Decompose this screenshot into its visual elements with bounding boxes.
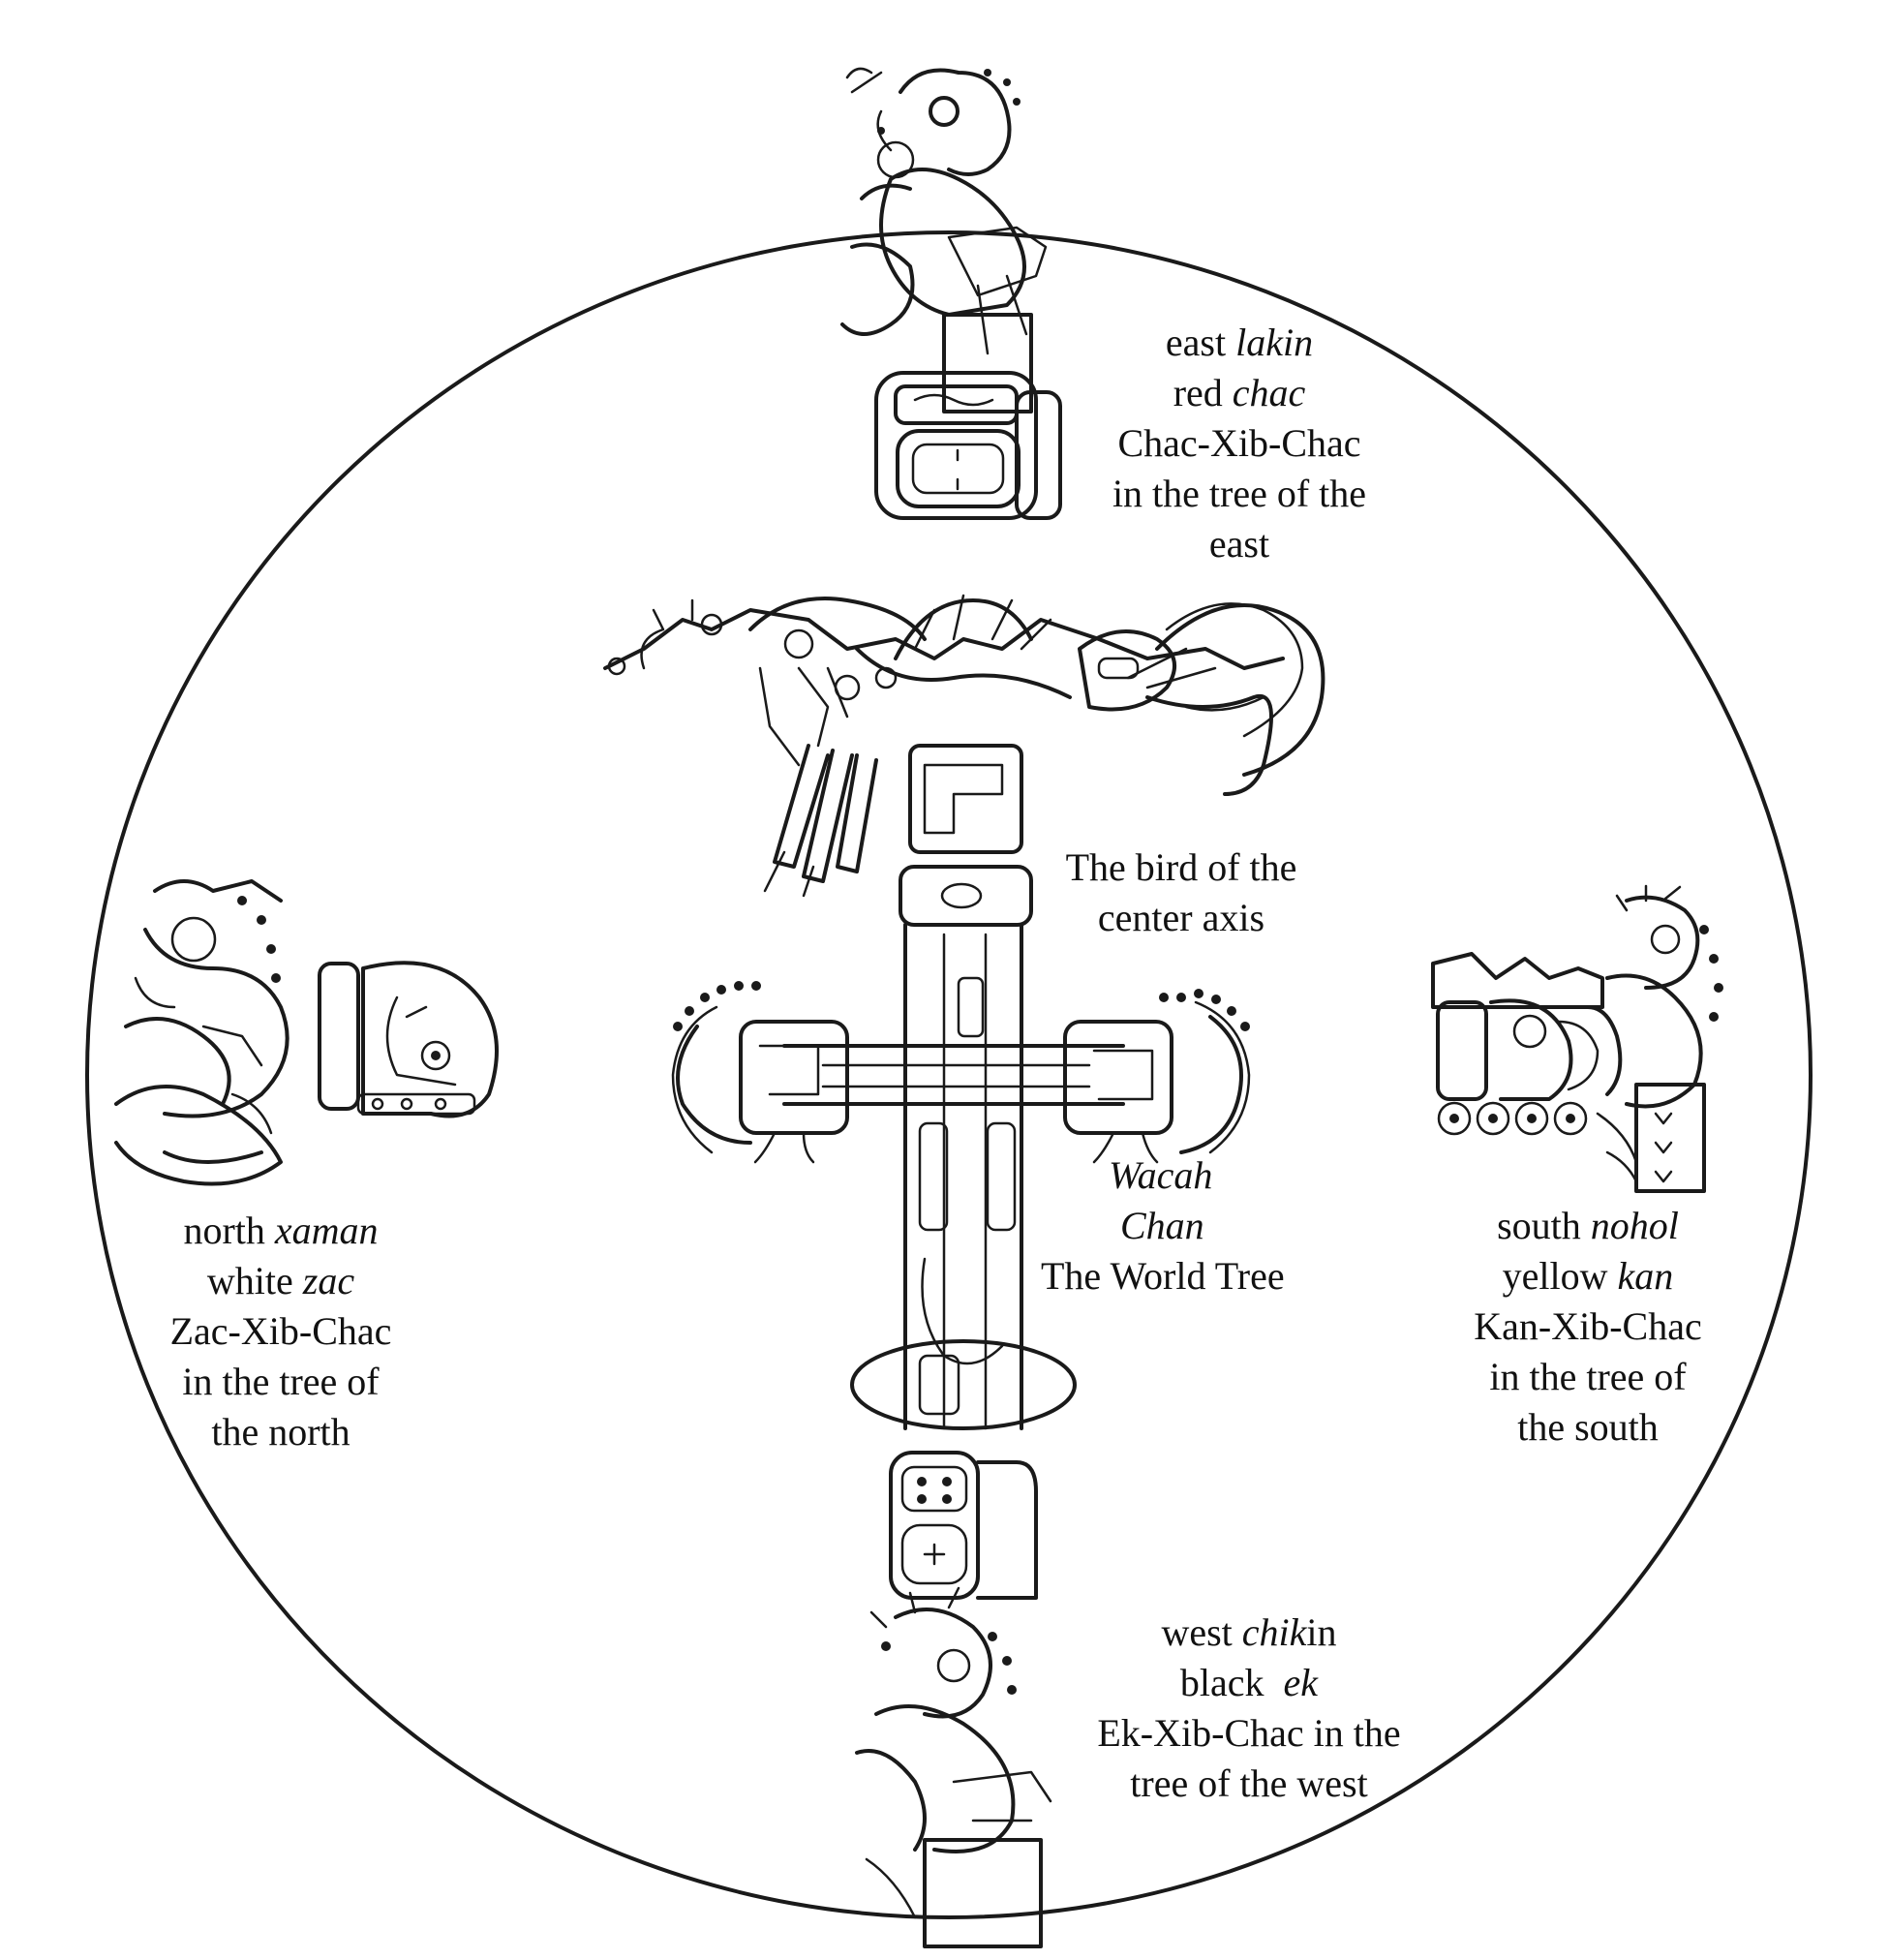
north-color-line: white zac	[116, 1256, 445, 1306]
world-tree-english: The World Tree	[1041, 1254, 1285, 1298]
north-word: north	[183, 1209, 275, 1252]
center-bird-caption: The bird of the center axis	[1036, 842, 1326, 943]
west-direction-line: west chikin	[1055, 1608, 1443, 1658]
world-tree-maya-line-1: Wacah	[1041, 1150, 1360, 1201]
east-maya-word: lakin	[1235, 321, 1314, 364]
west-color-word: black	[1179, 1661, 1284, 1704]
west-maya-color: ek	[1283, 1661, 1319, 1704]
east-maya-color: chac	[1232, 371, 1306, 414]
world-tree-cross-icon	[671, 744, 1251, 1430]
south-deity-name: Kan-Xib-Chac	[1474, 1304, 1702, 1348]
east-color-word: red	[1173, 371, 1233, 414]
north-tree-line: in the tree of	[182, 1360, 380, 1403]
south-figure-icon	[1586, 884, 1723, 1193]
east-figure-icon	[840, 67, 1048, 413]
north-deity-name: Zac-Xib-Chac	[169, 1309, 392, 1353]
east-color-line: red chac	[1075, 368, 1404, 418]
north-figure-icon	[114, 879, 289, 1186]
east-word: east	[1165, 321, 1236, 364]
north-color-word: white	[206, 1259, 303, 1302]
center-bird-line-1: The bird of the	[1065, 845, 1297, 889]
east-tree-line-2: east	[1208, 522, 1270, 566]
south-direction-line: south nohol	[1423, 1201, 1752, 1251]
south-color-word: yellow	[1502, 1254, 1618, 1298]
west-day-sign-glyph-icon	[889, 1451, 1038, 1600]
east-caption: east lakin red chac Chac-Xib-Chac in the…	[1075, 318, 1404, 569]
south-maya-color: kan	[1617, 1254, 1674, 1298]
west-color-line: black ek	[1055, 1658, 1443, 1708]
world-tree-caption: Wacah Chan The World Tree	[1041, 1150, 1360, 1302]
south-tree-line: in the tree of	[1489, 1355, 1687, 1398]
west-word: west	[1161, 1610, 1242, 1654]
north-maya-word: xaman	[274, 1209, 379, 1252]
south-caption: south nohol yellow kan Kan-Xib-Chac in t…	[1423, 1201, 1752, 1453]
north-head-glyph-icon	[318, 961, 499, 1118]
east-tree-line: in the tree of the	[1112, 472, 1367, 515]
world-tree-chan: Chan	[1120, 1204, 1204, 1247]
north-tree-line-2: the north	[211, 1410, 350, 1454]
celestial-bird-icon	[603, 594, 1325, 796]
west-caption: west chikin black ek Ek-Xib-Chac in the …	[1055, 1608, 1443, 1809]
west-maya-word: chik	[1241, 1610, 1307, 1654]
east-day-sign-glyph-icon	[874, 371, 1062, 520]
east-direction-line: east lakin	[1075, 318, 1404, 368]
north-direction-line: north xaman	[116, 1206, 445, 1256]
world-circle	[85, 230, 1813, 1919]
south-tree-line-2: the south	[1517, 1405, 1659, 1449]
west-tree-line: tree of the west	[1130, 1761, 1368, 1805]
east-deity-name: Chac-Xib-Chac	[1117, 421, 1361, 465]
world-tree-wacah: Wacah	[1109, 1153, 1213, 1197]
north-caption: north xaman white zac Zac-Xib-Chac in th…	[116, 1206, 445, 1457]
west-deity-line: Ek-Xib-Chac in the	[1097, 1711, 1401, 1755]
north-maya-color: zac	[302, 1259, 355, 1302]
world-tree-maya-line-2: Chan	[1041, 1201, 1360, 1251]
south-word: south	[1497, 1204, 1591, 1247]
west-maya-word-tail: in	[1306, 1610, 1337, 1654]
south-maya-word: nohol	[1590, 1204, 1679, 1247]
bird-streamers	[763, 744, 878, 898]
west-figure-icon	[855, 1586, 1052, 1948]
south-glyph-icon	[1431, 952, 1604, 1136]
center-bird-line-2: center axis	[1097, 896, 1265, 939]
south-color-line: yellow kan	[1423, 1251, 1752, 1302]
